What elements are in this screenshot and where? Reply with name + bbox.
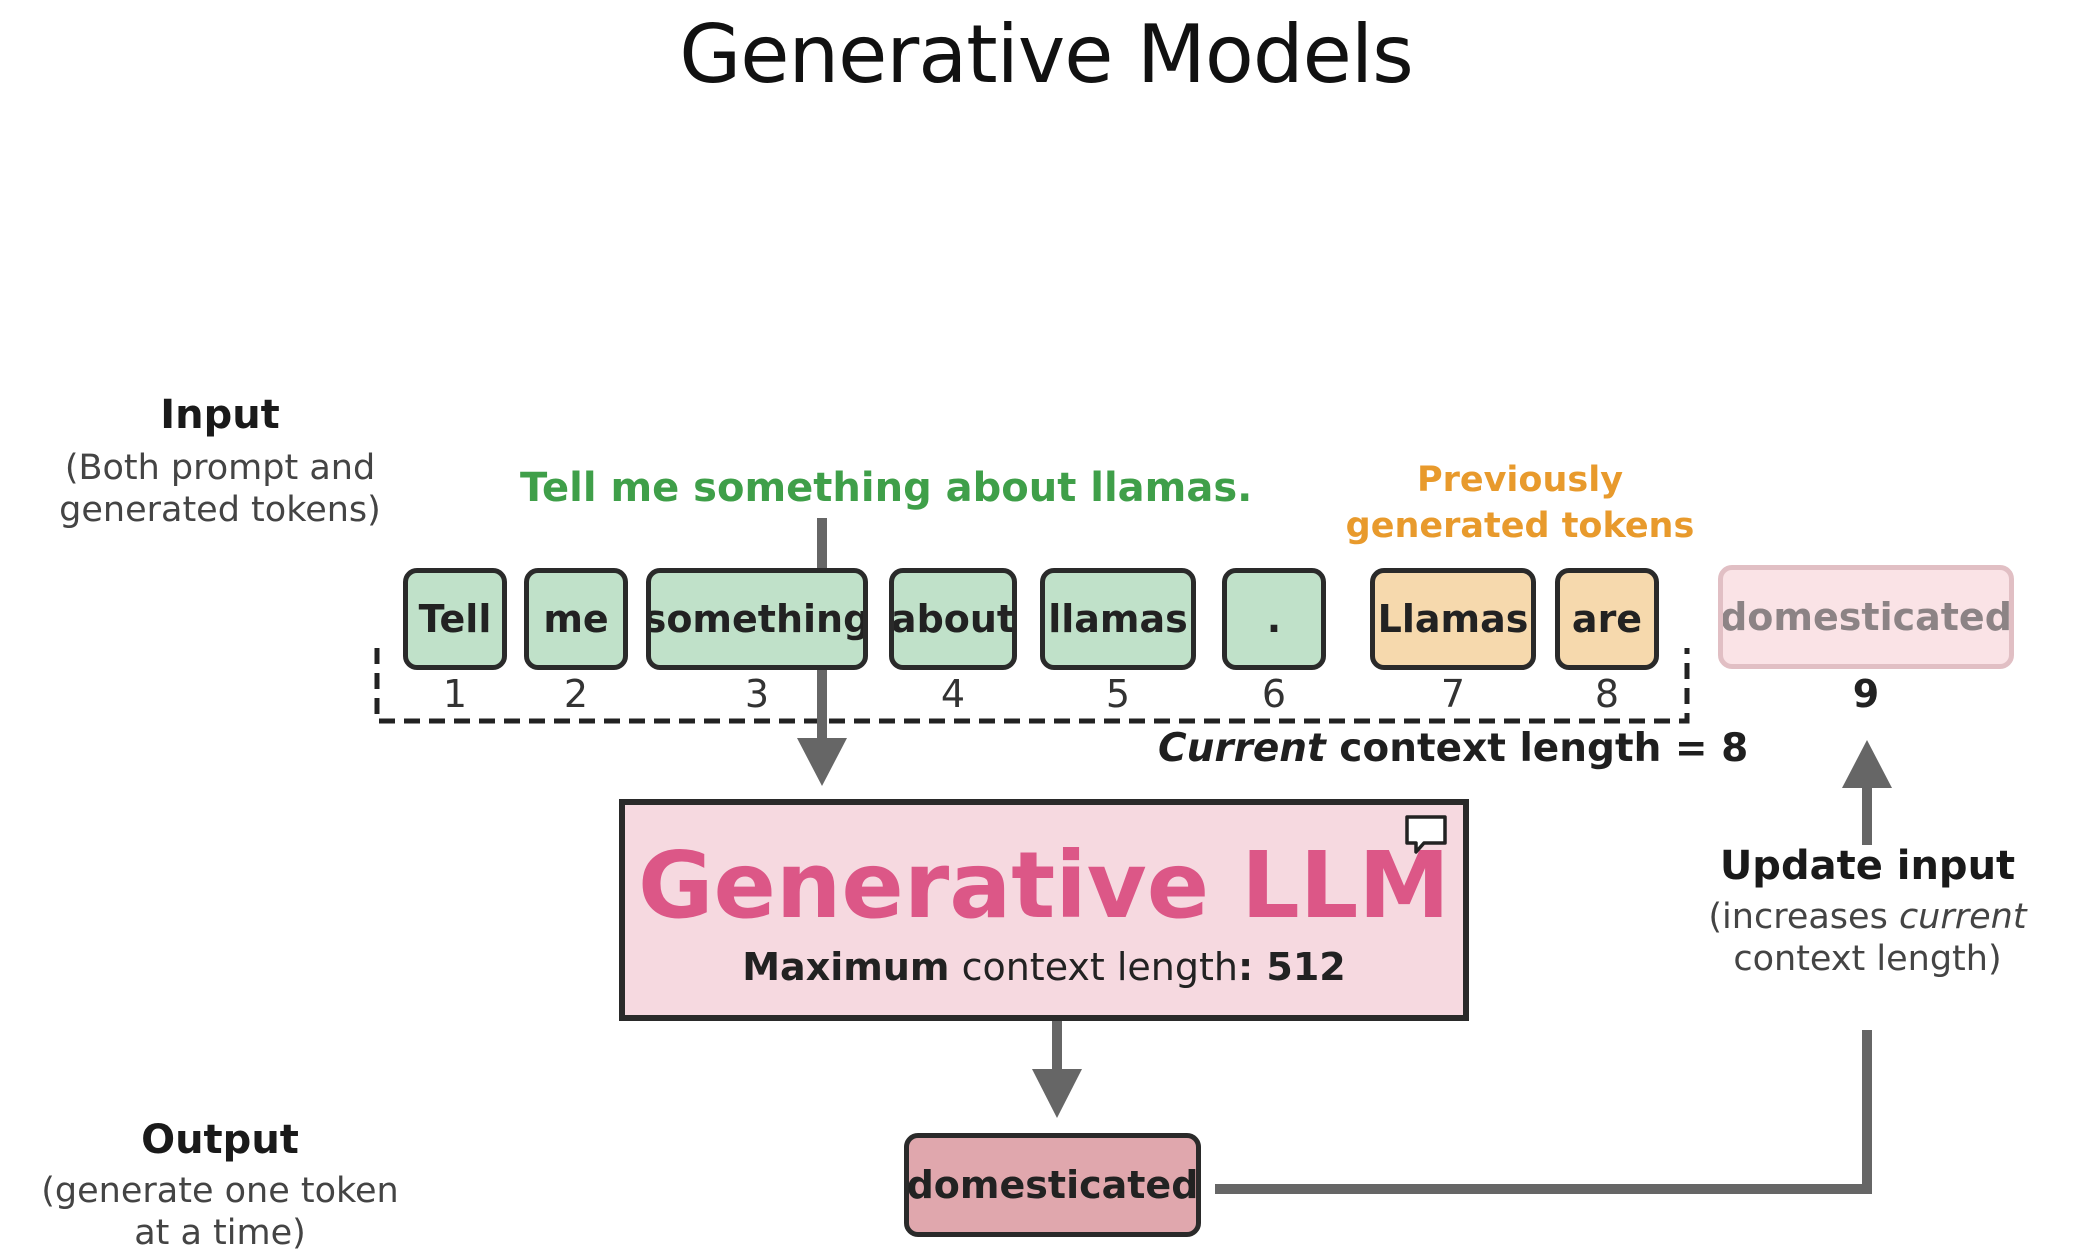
previous-label-line-2: generated tokens	[1345, 506, 1695, 546]
output-arrow-head	[1032, 1069, 1082, 1118]
token-me: me	[524, 568, 628, 670]
token-llamas-generated: Llamas	[1370, 568, 1536, 670]
comment-icon	[1404, 814, 1448, 860]
feedback-line	[1215, 1030, 1872, 1194]
input-subtitle-2: generated tokens)	[59, 490, 381, 530]
update-input-label: Update input (increases current context …	[1665, 843, 2070, 979]
llm-max-value: : 512	[1238, 945, 1346, 989]
current-context-rest: context length = 8	[1325, 726, 1749, 771]
previous-tokens-label: Previously generated tokens	[1340, 460, 1700, 546]
token-tell: Tell	[403, 568, 507, 670]
update-line1-prefix: (increases	[1708, 897, 1899, 937]
token-about: about	[889, 568, 1017, 670]
output-title: Output	[141, 1117, 299, 1163]
token-something: something	[646, 568, 868, 670]
context-window-outline	[374, 648, 1690, 724]
update-line1-italic: current	[1898, 897, 2027, 937]
token-index: 3	[744, 672, 770, 716]
token-llamas: llamas	[1040, 568, 1196, 670]
output-label: Output (generate one token at a time)	[20, 1117, 420, 1253]
llm-max-bold: Maximum	[742, 945, 950, 989]
update-arrow-head	[1842, 740, 1892, 788]
output-token: domesticated	[904, 1133, 1201, 1237]
input-title: Input	[160, 392, 280, 438]
output-subtitle-2: at a time)	[134, 1213, 306, 1253]
token-index: 5	[1105, 672, 1131, 716]
prompt-text: Tell me something about llamas.	[520, 465, 1253, 511]
token-index: 8	[1594, 672, 1620, 716]
previous-label-line-1: Previously	[1416, 460, 1624, 500]
update-input-title: Update input	[1719, 843, 2016, 889]
llm-box	[619, 799, 1469, 1021]
token-index: 6	[1261, 672, 1287, 716]
token-index: 1	[442, 672, 468, 716]
token-index: 4	[940, 672, 966, 716]
token-period: .	[1222, 568, 1326, 670]
input-subtitle-1: (Both prompt and	[64, 448, 376, 488]
page-title: Generative Models	[679, 8, 1414, 101]
llm-max-context: Maximum context length: 512	[619, 945, 1469, 989]
current-context-length: Current context length = 8	[1158, 726, 1748, 771]
llm-title: Generative LLM	[638, 832, 1450, 939]
prompt-arrow-head	[797, 738, 847, 786]
llm-max-text: context length	[949, 945, 1238, 989]
update-input-line-1: (increases current	[1665, 897, 2070, 937]
token-index-next: 9	[1852, 672, 1880, 716]
output-subtitle-1: (generate one token	[41, 1171, 399, 1211]
current-context-italic: Current	[1158, 726, 1326, 771]
input-label: Input (Both prompt and generated tokens)	[40, 392, 400, 530]
token-index: 2	[563, 672, 589, 716]
update-input-line-2: context length)	[1733, 939, 2002, 979]
token-index: 7	[1440, 672, 1466, 716]
token-next-domesticated: domesticated	[1718, 565, 2014, 669]
token-are: are	[1555, 568, 1659, 670]
